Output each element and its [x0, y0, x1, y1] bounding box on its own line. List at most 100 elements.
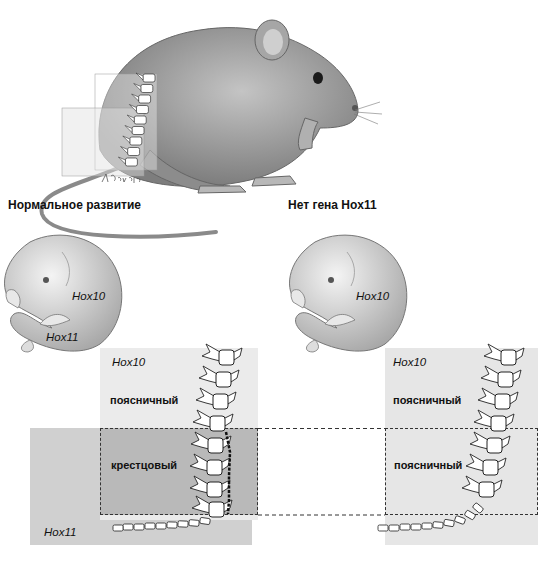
vertebra — [134, 116, 146, 124]
gene-name: Hox10 — [72, 290, 105, 302]
tail-vertebra — [113, 525, 123, 531]
vertebra-body — [210, 416, 225, 431]
vertebra-process — [191, 432, 209, 449]
tail-vertebra — [134, 524, 144, 530]
vertebra-process — [196, 388, 214, 405]
tail-vertebra — [411, 524, 421, 530]
vertebra-process — [500, 436, 510, 448]
vertebra-process — [481, 366, 499, 383]
gene-name: Hox10 — [356, 290, 389, 302]
vertebra-process — [220, 480, 230, 492]
region-name: крестцовый — [111, 459, 177, 471]
vertebra-body — [498, 372, 513, 387]
mouse-whisker — [355, 112, 382, 114]
tail-vertebra — [189, 520, 199, 527]
vertebra-process — [199, 366, 217, 383]
vertebra — [190, 476, 230, 497]
vertebra-body — [209, 502, 224, 517]
highlight-box — [62, 108, 144, 176]
vertebra-process — [132, 94, 139, 101]
mouse-whisker — [355, 102, 380, 110]
vertebra-process — [229, 370, 239, 382]
mouse-whisker — [354, 114, 378, 124]
embryo-limb — [40, 314, 70, 325]
vertebra — [141, 85, 153, 93]
vertebra-body — [491, 416, 506, 431]
gene-name: Hox11 — [46, 331, 78, 343]
vertebra-process — [223, 414, 233, 426]
vertebra-process — [222, 500, 232, 512]
vertebra-body — [495, 394, 510, 409]
tail-vertebra — [472, 502, 484, 513]
vertebra-process — [474, 410, 492, 427]
region-name: поясничный — [394, 459, 462, 471]
tail-vertebra — [167, 522, 177, 528]
vertebra-process — [478, 388, 496, 405]
embryo-body — [5, 235, 122, 351]
mouse-foot — [252, 176, 296, 186]
signature — [102, 174, 140, 183]
vertebra-process — [514, 348, 524, 360]
vertebra — [128, 148, 140, 156]
gene-region-box: Hox10поясничныйпоясничный — [385, 348, 538, 545]
vertebra-process — [504, 414, 514, 426]
vertebra-process — [226, 392, 236, 404]
vertebra-process — [496, 458, 506, 470]
vertebra-body — [487, 438, 502, 453]
vertebra — [139, 95, 151, 103]
condition-heading: Нет гена Hox11 — [288, 198, 377, 212]
vertebra-process — [221, 436, 231, 448]
embryo — [290, 235, 407, 352]
vertebra — [191, 432, 231, 453]
mouse-ear-inner — [263, 29, 283, 55]
vertebra-process — [121, 147, 128, 154]
embryo-tail — [306, 340, 318, 352]
vertebra-process — [118, 157, 125, 164]
embryo-limb — [6, 290, 20, 308]
gene-region-box: поясничный — [385, 428, 538, 515]
vertebra-body — [207, 460, 222, 475]
mouse-foot — [198, 186, 246, 193]
vertebra-process — [127, 115, 134, 122]
embryo-fold — [347, 252, 354, 286]
embryo-eye — [328, 277, 334, 283]
gene-name: Hox11 — [44, 526, 76, 538]
embryo-limb — [291, 290, 305, 308]
vertebra — [190, 454, 230, 475]
tail-vertebra — [145, 523, 155, 529]
vertebra-process — [190, 476, 208, 493]
vertebra-body — [501, 350, 516, 365]
vertebra-body — [219, 350, 234, 365]
gene-region-box: Hox10 поясничный крестцовый — [100, 348, 258, 520]
vertebra — [484, 344, 524, 365]
gene-name: Hox10 — [112, 356, 145, 368]
tail-vertebra — [400, 524, 410, 530]
embryo-tail — [21, 340, 33, 352]
embryo-limb — [325, 314, 355, 325]
vertebra-process — [193, 410, 211, 427]
vertebra-process — [134, 84, 141, 91]
guide-line — [258, 515, 385, 516]
tail-vertebra — [464, 510, 476, 520]
vertebra-process — [192, 496, 210, 513]
vertebra — [192, 496, 232, 517]
sacrum-outline — [226, 432, 230, 514]
tail-vertebra — [123, 524, 133, 530]
tail-vertebra — [422, 523, 432, 529]
embryo-body — [290, 235, 407, 351]
mouse-eye — [313, 72, 323, 84]
vertebra — [478, 388, 518, 409]
tail-vertebra — [433, 522, 443, 529]
vertebra-process — [232, 348, 242, 360]
dashed-guide-connector — [258, 428, 385, 429]
tail-vertebra — [454, 515, 465, 524]
vertebra-body — [216, 372, 231, 387]
vertebra-process — [484, 344, 502, 361]
vertebra-process — [492, 480, 502, 492]
tail-vertebra — [200, 517, 211, 524]
tail-vertebra — [156, 523, 166, 529]
region-name: поясничный — [110, 394, 178, 406]
vertebra — [132, 127, 144, 135]
tail-vertebra — [389, 525, 399, 531]
mouse-ear — [255, 20, 289, 60]
